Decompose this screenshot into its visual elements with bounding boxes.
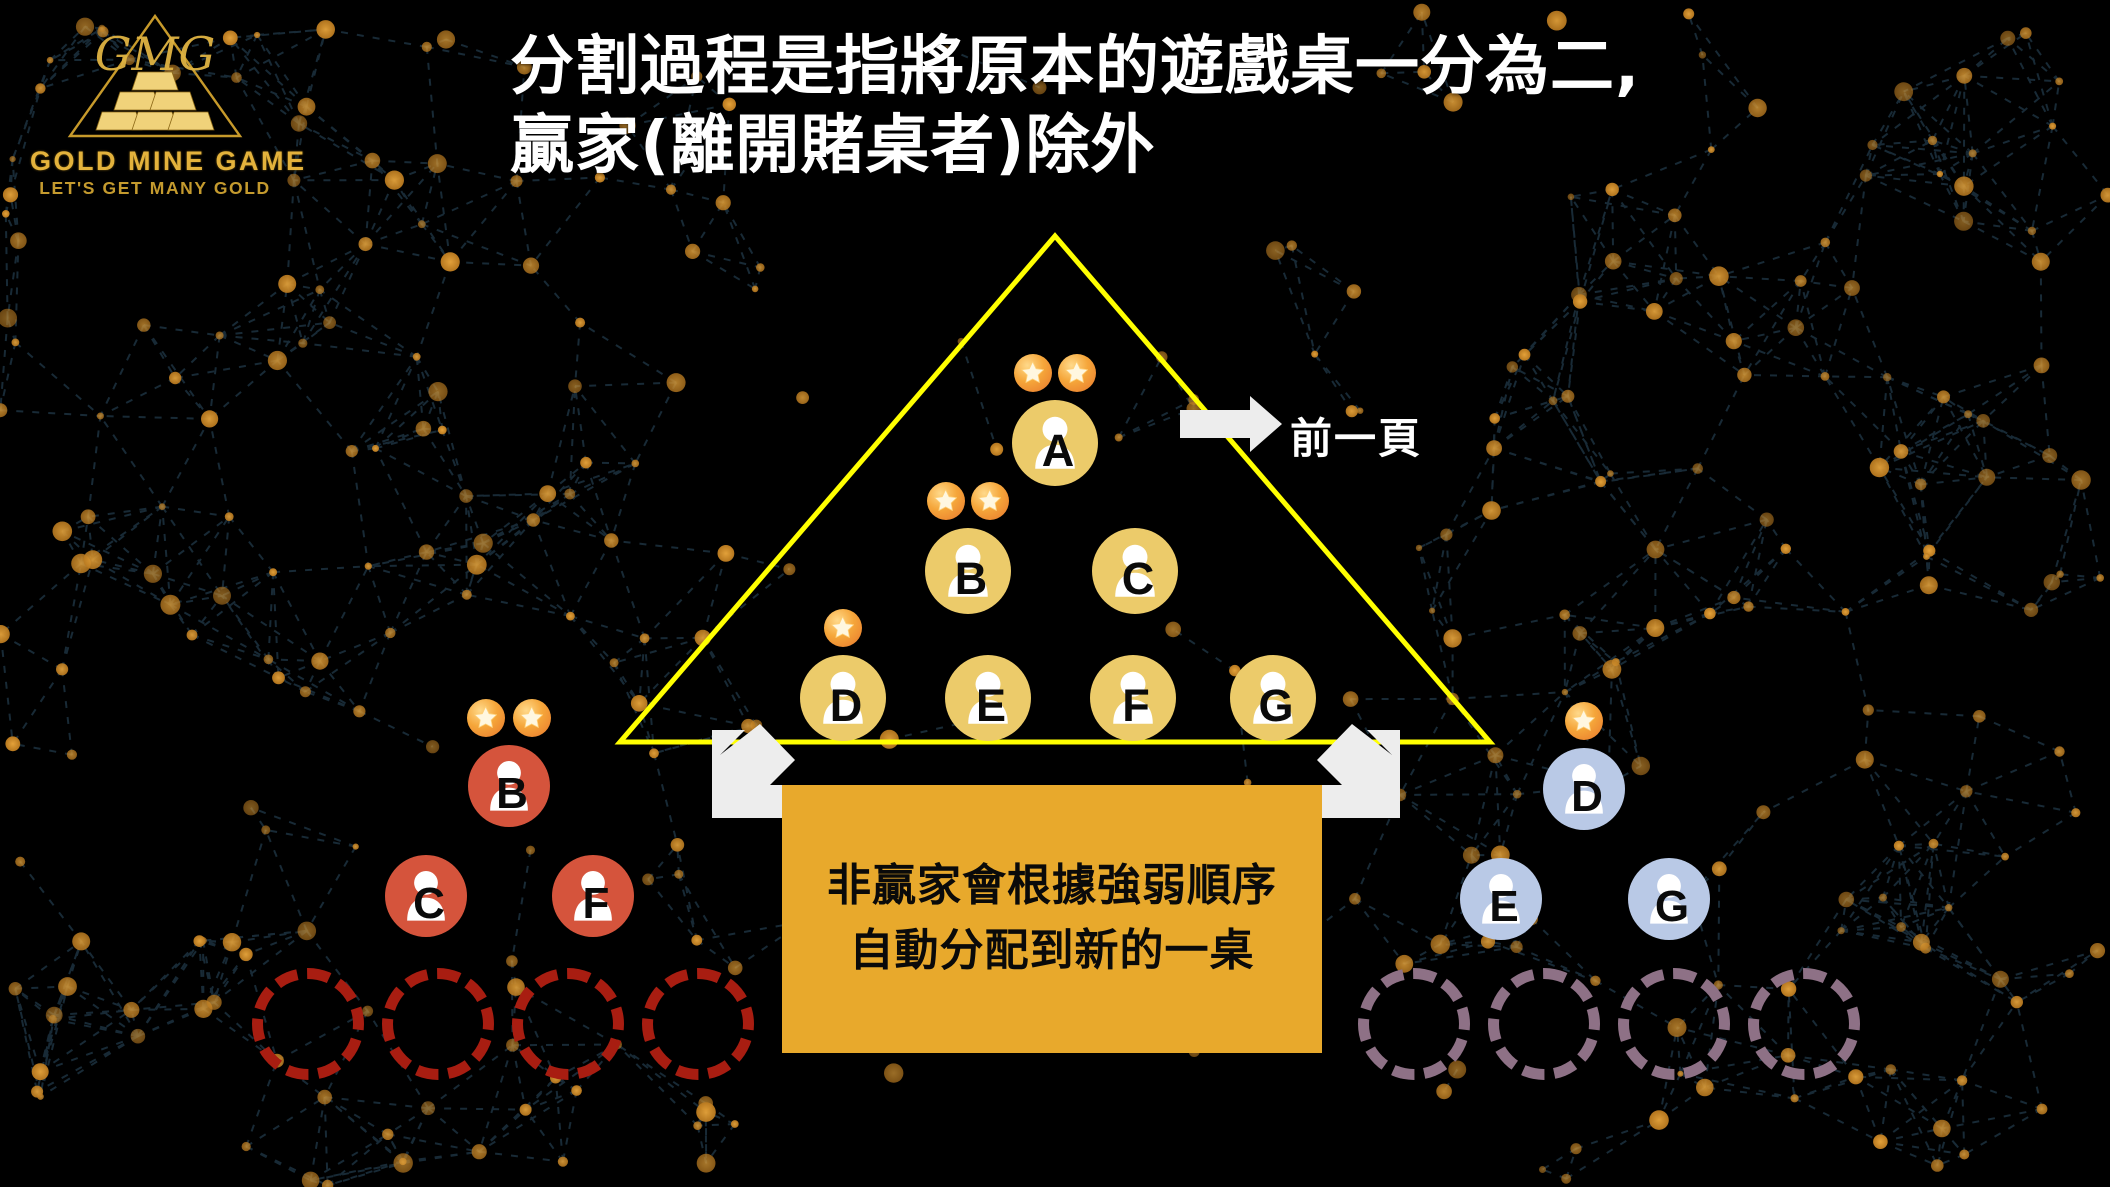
empty-seat[interactable] (1618, 968, 1730, 1080)
person-icon (1035, 416, 1075, 469)
person-icon (1253, 671, 1293, 724)
player-label: B (496, 769, 528, 818)
person-icon (407, 870, 445, 921)
player-avatar-c[interactable]: C (385, 855, 467, 937)
player-avatar-e[interactable]: E (1460, 858, 1542, 940)
player-avatar-b[interactable]: B (925, 528, 1011, 614)
person-icon (490, 760, 528, 811)
prev-page-label: 前一頁 (1290, 414, 1423, 463)
main-table-triangle (614, 232, 1496, 745)
person-icon (823, 671, 863, 724)
callout-line-1: 非贏家會根據強弱順序 (827, 860, 1277, 912)
player-label: A (1041, 424, 1075, 476)
person-icon (1482, 873, 1520, 924)
star-badge-icon (971, 482, 1009, 520)
title-line-2: 贏家(離開賭桌者)除外 (510, 108, 1156, 183)
arrow-down-right-icon (1312, 724, 1400, 818)
slide-title: 分割過程是指將原本的遊戲桌一分為二, 贏家(離開賭桌者)除外 (510, 28, 2010, 185)
player-label: D (1571, 772, 1603, 821)
person-icon (968, 671, 1008, 724)
person-icon (1113, 671, 1153, 724)
player-avatar-c[interactable]: C (1092, 528, 1178, 614)
star-badge-icon (824, 609, 862, 647)
player-avatar-g[interactable]: G (1230, 655, 1316, 741)
star-badge-icon (1565, 702, 1603, 740)
player-avatar-f[interactable]: F (1090, 655, 1176, 741)
person-icon (1650, 873, 1688, 924)
player-label: B (954, 552, 988, 604)
logo-mark-icon: GMG (30, 8, 280, 148)
player-label: C (1121, 552, 1155, 604)
callout-line-2: 自動分配到新的一桌 (849, 925, 1255, 976)
logo-title: GOLD MINE GAME (30, 146, 307, 176)
player-label: C (413, 879, 445, 928)
empty-seat[interactable] (1358, 968, 1470, 1080)
person-icon (1565, 763, 1603, 814)
empty-seat[interactable] (252, 968, 364, 1080)
star-badge-icon (513, 699, 551, 737)
player-label: G (1258, 679, 1294, 731)
player-label: F (1122, 679, 1150, 731)
star-badge-icon (927, 482, 965, 520)
arrow-right-icon (1180, 396, 1282, 452)
callout-box: 非贏家會根據強弱順序 自動分配到新的一桌 (782, 785, 1322, 1053)
star-badge-icon (467, 699, 505, 737)
person-icon (948, 544, 988, 597)
gmg-logo: GMG GOLD MINE GAME LET'S GET MANY GOLD (30, 8, 307, 198)
arrow-down-left-icon (712, 724, 800, 818)
empty-seat[interactable] (382, 968, 494, 1080)
player-avatar-d[interactable]: D (800, 655, 886, 741)
person-icon (1115, 544, 1155, 597)
title-line-1: 分割過程是指將原本的遊戲桌一分為二, (510, 30, 1641, 104)
person-icon (574, 870, 612, 921)
player-label: E (975, 679, 1006, 731)
logo-tagline: LET'S GET MANY GOLD (39, 178, 271, 198)
player-avatar-d[interactable]: D (1543, 748, 1625, 830)
empty-seat[interactable] (642, 968, 754, 1080)
empty-seat[interactable] (1748, 968, 1860, 1080)
player-avatar-g[interactable]: G (1628, 858, 1710, 940)
star-badge-icon (1014, 354, 1052, 392)
player-label: D (829, 679, 863, 731)
empty-seat[interactable] (1488, 968, 1600, 1080)
player-label: F (582, 879, 610, 928)
player-avatar-b[interactable]: B (468, 745, 550, 827)
empty-seat[interactable] (512, 968, 624, 1080)
player-avatar-f[interactable]: F (552, 855, 634, 937)
player-avatar-a[interactable]: A (1012, 400, 1098, 486)
player-avatar-e[interactable]: E (945, 655, 1031, 741)
player-label: G (1654, 882, 1690, 931)
star-badge-icon (1058, 354, 1096, 392)
player-label: E (1489, 882, 1519, 931)
